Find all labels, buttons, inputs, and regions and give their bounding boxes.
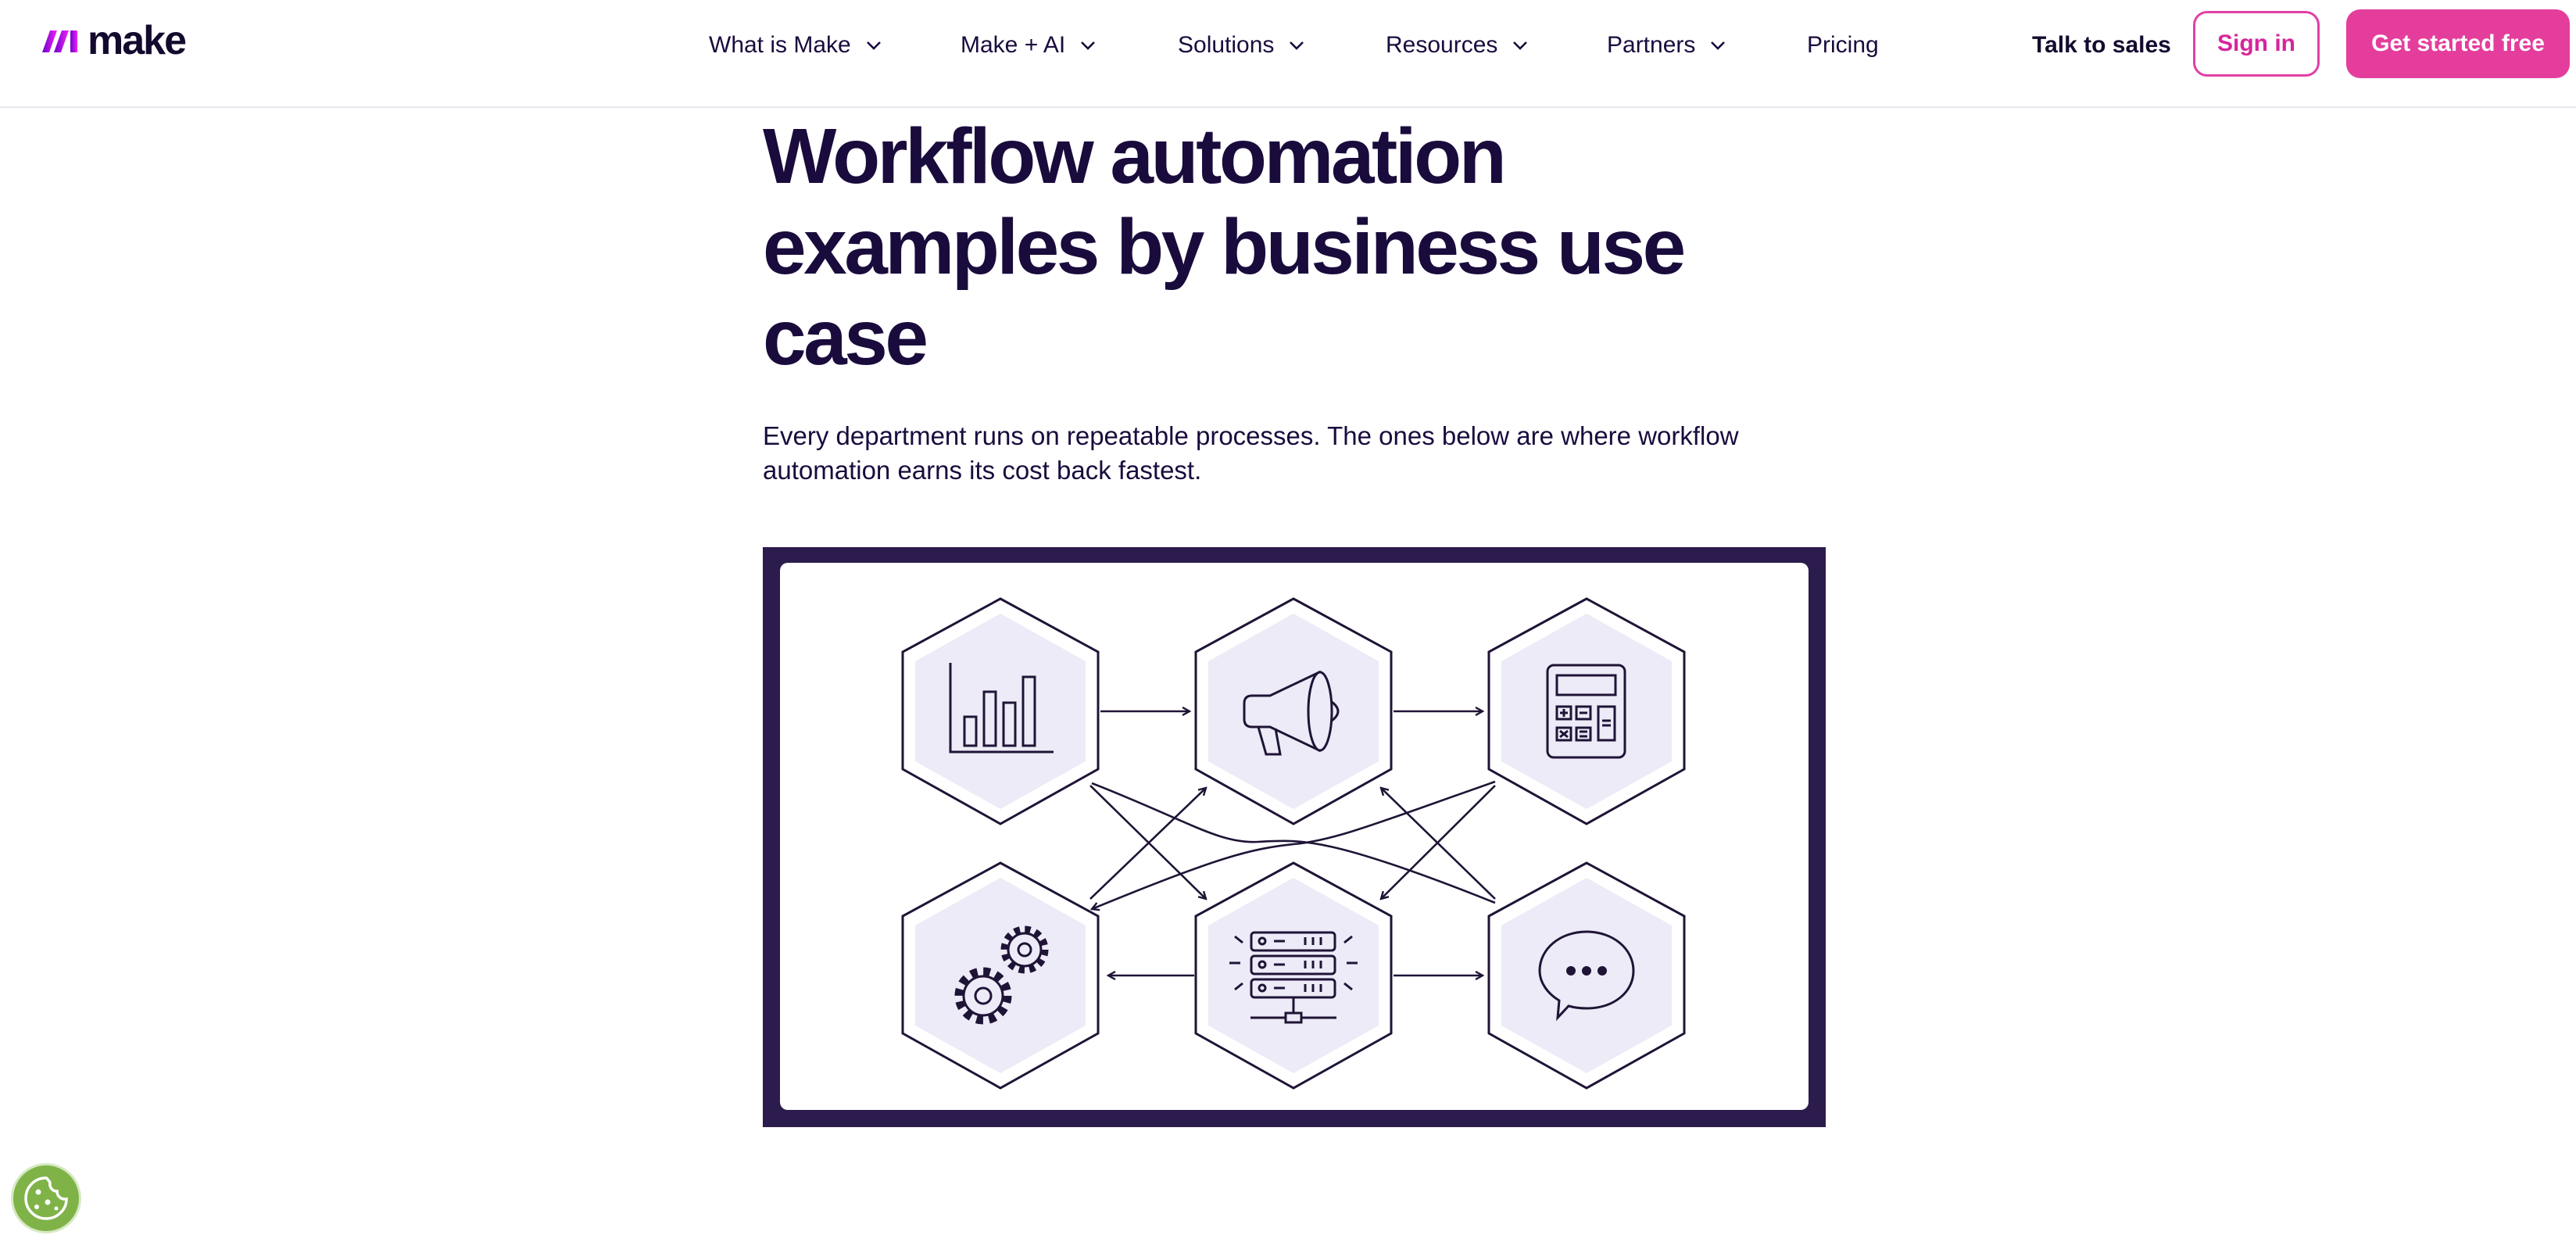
nav-label: Pricing bbox=[1807, 32, 1879, 58]
get-started-button[interactable]: Get started free bbox=[2346, 9, 2570, 78]
megaphone-icon bbox=[1243, 670, 1340, 756]
node-it bbox=[1194, 861, 1393, 1090]
cookie-settings-button[interactable] bbox=[11, 1163, 81, 1233]
diagram-connectors bbox=[1089, 711, 1496, 975]
node-finance bbox=[1487, 597, 1686, 825]
intro-paragraph: Every department runs on repeatable proc… bbox=[763, 421, 1739, 485]
nav-label: What is Make bbox=[709, 32, 851, 58]
nav-label: Make + AI bbox=[961, 32, 1066, 58]
gears-icon bbox=[954, 925, 1049, 1025]
make-logo[interactable]: make bbox=[41, 18, 187, 63]
nav-label: Partners bbox=[1607, 32, 1696, 58]
nav-resources[interactable]: Resources bbox=[1386, 27, 1529, 64]
server-icon bbox=[1229, 931, 1358, 1024]
nav-solutions[interactable]: Solutions bbox=[1178, 27, 1305, 64]
arrow-finance-to-operations bbox=[1092, 780, 1496, 909]
nav-label: Resources bbox=[1386, 32, 1498, 58]
arrow-operations-to-marketing bbox=[1089, 788, 1206, 900]
site-header: make What is Make Make + AI Solutions Re… bbox=[0, 0, 2576, 108]
talk-to-sales-link[interactable]: Talk to sales bbox=[2032, 32, 2171, 58]
arrow-support-to-marketing bbox=[1381, 788, 1496, 900]
line-analytics-to-support bbox=[1091, 782, 1496, 904]
page-title: Workflow automation examples by business… bbox=[763, 113, 1686, 381]
logo-wordmark: make bbox=[88, 18, 187, 63]
chevron-down-icon bbox=[1290, 41, 1304, 50]
nav-label: Solutions bbox=[1178, 32, 1275, 58]
node-operations bbox=[901, 861, 1100, 1090]
node-analytics bbox=[901, 597, 1100, 825]
workflow-diagram bbox=[901, 597, 1686, 1090]
workflow-illustration bbox=[763, 547, 1826, 1127]
nav-partners[interactable]: Partners bbox=[1607, 27, 1726, 64]
chevron-down-icon bbox=[1513, 41, 1528, 50]
node-support bbox=[1487, 861, 1686, 1090]
nav-pricing[interactable]: Pricing bbox=[1807, 27, 1879, 64]
bar-chart-icon bbox=[949, 663, 1054, 754]
calculator-icon bbox=[1546, 664, 1626, 759]
chevron-down-icon bbox=[1711, 41, 1726, 50]
nav-make-ai[interactable]: Make + AI bbox=[961, 27, 1097, 64]
make-logo-mark-icon bbox=[42, 30, 77, 52]
chat-bubble-icon bbox=[1538, 930, 1635, 1022]
chevron-down-icon bbox=[1081, 41, 1096, 50]
chevron-down-icon bbox=[866, 41, 881, 50]
illustration-canvas bbox=[780, 563, 1809, 1110]
cookie-icon bbox=[24, 1176, 68, 1220]
nav-what-is-make[interactable]: What is Make bbox=[709, 27, 882, 64]
sign-in-button[interactable]: Sign in bbox=[2193, 11, 2320, 77]
node-marketing bbox=[1194, 597, 1393, 825]
